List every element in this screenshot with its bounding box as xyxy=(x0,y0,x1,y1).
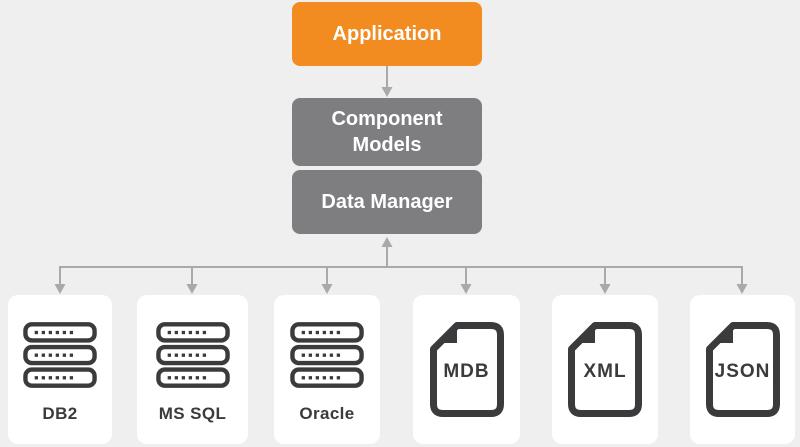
document-file-icon: MDB xyxy=(429,322,504,417)
document-file-icon: JSON xyxy=(705,322,780,417)
source-card-db2: DB2 xyxy=(8,295,112,444)
arrowhead-down-icon xyxy=(381,87,393,97)
source-label: Oracle xyxy=(299,404,355,423)
database-server-icon xyxy=(155,322,230,388)
arrowhead-up-icon xyxy=(381,237,393,247)
source-label: XML xyxy=(583,361,627,382)
node-data-manager-label: Data Manager xyxy=(321,191,453,213)
arrowhead-down-icon xyxy=(460,284,472,294)
document-file-icon: XML xyxy=(568,322,642,417)
node-component-models: Component Models xyxy=(292,98,482,166)
arrowhead-down-icon xyxy=(186,284,198,294)
node-application-label: Application xyxy=(332,23,442,45)
arrowhead-down-icon xyxy=(54,284,66,294)
source-card-mdb: MDB xyxy=(413,295,520,444)
arrowhead-down-icon xyxy=(321,284,333,294)
source-label: DB2 xyxy=(42,404,78,423)
source-label: MS SQL xyxy=(158,404,227,423)
source-card-mssql: MS SQL xyxy=(137,295,248,444)
arrowhead-down-icon xyxy=(599,284,611,294)
edge-bus xyxy=(59,266,743,285)
node-data-manager: Data Manager xyxy=(292,170,482,234)
source-card-json: JSON xyxy=(690,295,795,444)
source-label: MDB xyxy=(443,361,490,382)
node-application: Application xyxy=(292,2,482,66)
database-server-icon xyxy=(290,322,364,388)
database-server-icon xyxy=(23,322,97,388)
source-card-oracle: Oracle xyxy=(274,295,380,444)
node-component-models-label: Component Models xyxy=(331,108,443,156)
source-card-xml: XML xyxy=(552,295,658,444)
source-label: JSON xyxy=(714,361,771,382)
arrowhead-down-icon xyxy=(736,284,748,294)
